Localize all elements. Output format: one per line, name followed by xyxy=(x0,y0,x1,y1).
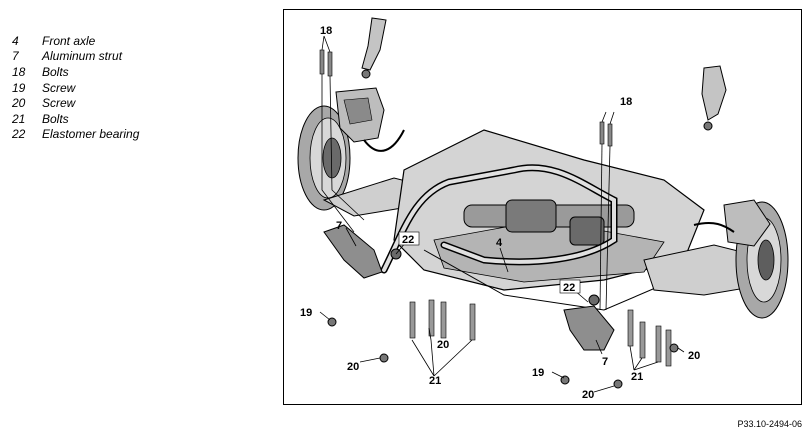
callout-22-left: 22 xyxy=(402,234,414,246)
bolts-21-left xyxy=(409,299,476,341)
legend-number: 4 xyxy=(12,33,19,48)
legend-number: 19 xyxy=(12,80,26,95)
legend-number: 18 xyxy=(12,64,26,79)
legend-item: 22 Elastomer bearing xyxy=(12,127,272,143)
callout-21-left: 21 xyxy=(429,375,441,387)
callout-18-left: 18 xyxy=(320,25,332,37)
legend-label: Elastomer bearing xyxy=(42,127,140,142)
screw-20-left xyxy=(379,353,389,363)
legend-label: Screw xyxy=(42,80,76,95)
left-brake-disc xyxy=(297,105,351,211)
legend-item: 19 Screw xyxy=(12,80,272,96)
callout-7-right: 7 xyxy=(602,356,608,368)
callout-22-right: 22 xyxy=(563,282,575,294)
callout-22-left-box xyxy=(398,231,420,246)
left-steering-knuckle xyxy=(335,87,385,143)
figure-code: P33.10-2494-06 xyxy=(737,419,802,429)
callout-20-left: 20 xyxy=(347,361,359,373)
callout-21-right: 21 xyxy=(631,371,643,383)
front-axle-diagram: 18 18 7 7 22 22 4 19 19 20 20 20 20 21 2… xyxy=(283,9,802,405)
legend-item: 7 Aluminum strut xyxy=(12,49,272,65)
callout-19-right: 19 xyxy=(532,367,544,379)
callout-22-right-box xyxy=(559,279,581,294)
legend-number: 7 xyxy=(12,49,19,64)
legend-label: Aluminum strut xyxy=(42,49,123,64)
upper-link-left xyxy=(361,17,387,79)
bolts-18-right xyxy=(599,121,613,147)
bolts-21-right xyxy=(627,309,672,367)
steering-rack xyxy=(463,199,635,246)
callout-20-mid: 20 xyxy=(437,339,449,351)
screw-20-bottom xyxy=(613,379,623,389)
callout-4: 4 xyxy=(496,237,503,249)
exploded-view-drawing: 18 18 7 7 22 22 4 19 19 20 20 20 20 21 2… xyxy=(297,17,789,401)
aluminum-strut-left xyxy=(323,224,383,279)
callout-20-bottom: 20 xyxy=(582,389,594,401)
legend-label: Screw xyxy=(42,96,76,111)
legend-number: 22 xyxy=(12,127,26,142)
legend-item: 21 Bolts xyxy=(12,111,272,127)
callout-7-left: 7 xyxy=(336,220,342,232)
right-steering-knuckle xyxy=(723,199,771,247)
callout-labels: 18 18 7 7 22 22 4 19 19 20 20 20 20 21 2… xyxy=(300,25,700,401)
aluminum-strut-right xyxy=(563,305,615,351)
screw-20-right xyxy=(669,343,679,353)
bolts-18-left xyxy=(319,49,333,77)
screw-19-right xyxy=(560,375,570,385)
callout-19-left: 19 xyxy=(300,307,312,319)
callout-18-right: 18 xyxy=(620,96,632,108)
elastomer-bearing-right xyxy=(588,294,600,306)
legend-label: Bolts xyxy=(42,64,69,79)
legend-item: 20 Screw xyxy=(12,95,272,111)
callout-20-right: 20 xyxy=(688,350,700,362)
legend-item: 4 Front axle xyxy=(12,33,272,49)
legend-label: Front axle xyxy=(42,33,96,48)
legend-item: 18 Bolts xyxy=(12,64,272,80)
leader-lines xyxy=(319,35,685,393)
upper-link-right xyxy=(701,65,727,131)
legend-number: 21 xyxy=(12,111,26,126)
legend-number: 20 xyxy=(12,96,26,111)
legend-label: Bolts xyxy=(42,111,69,126)
